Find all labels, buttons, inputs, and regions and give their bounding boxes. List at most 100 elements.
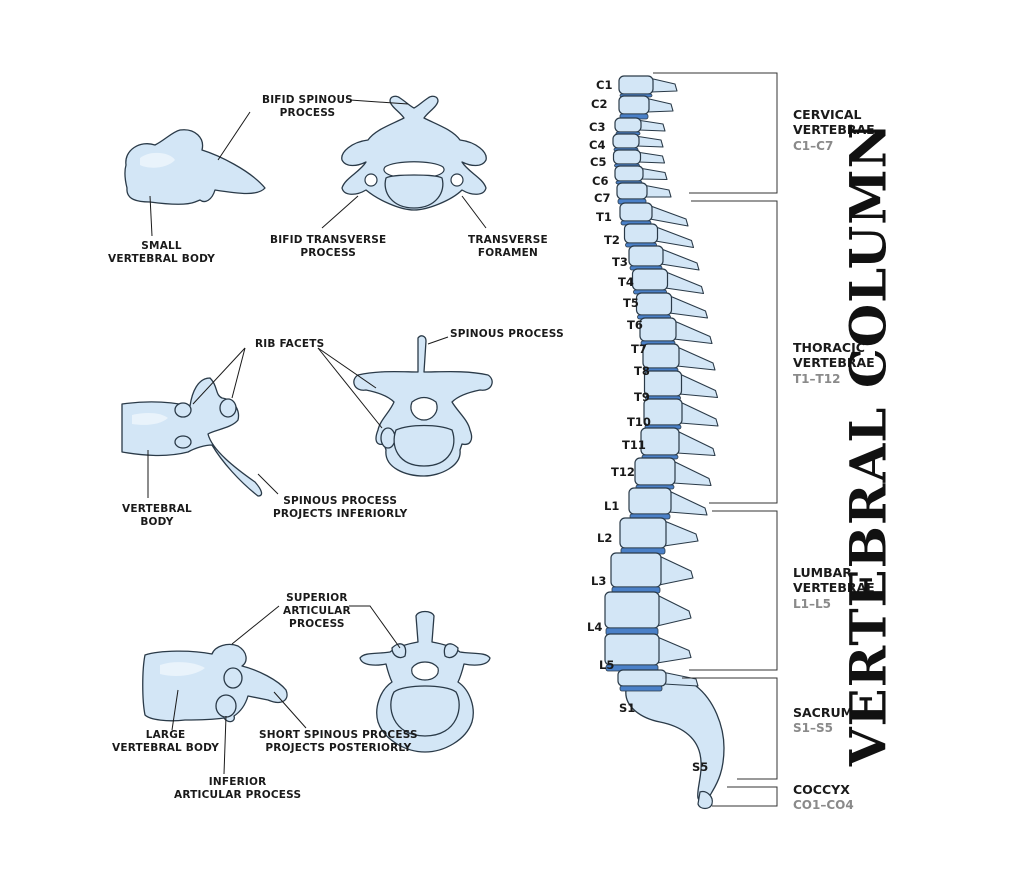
spinous-process-t11: [670, 459, 712, 487]
vertebra-label-t12: T12: [611, 465, 635, 479]
vertebra-label-t4: T4: [618, 275, 634, 289]
coccyx-bone: [697, 791, 713, 810]
region-range-coccyx: CO1–CO4: [793, 798, 854, 812]
region-range-lumbar: L1–L5: [793, 597, 831, 611]
vertebra-t2: [623, 223, 659, 244]
vertebra-t6: [639, 317, 677, 342]
vertebra-t11: [634, 457, 676, 486]
vertebra-label-c1: C1: [596, 78, 613, 92]
region-range-thoracic: T1–T12: [793, 372, 841, 386]
vertebra-c6: [614, 165, 644, 182]
vertebra-label-l2: L2: [597, 531, 613, 545]
vertebra-label-t7: T7: [631, 342, 647, 356]
region-range-sacrum: S1–S5: [793, 721, 833, 735]
spinous-process-t4: [662, 270, 705, 295]
thoracic-vertebra-superior-view: [353, 335, 493, 477]
vertebra-label-t3: T3: [612, 255, 628, 269]
sacrum-bone: [625, 679, 725, 802]
spinous-process-t7: [674, 345, 716, 371]
disc-below-l5: [619, 685, 663, 692]
bracket-lumbar: [689, 510, 778, 671]
vertebra-l3: [604, 591, 660, 629]
spinous-process-l5: [661, 671, 699, 687]
lumbar-vertebra-lateral-view: [142, 643, 288, 723]
vertebra-label-t5: T5: [623, 296, 639, 310]
vertebra-label-t9: T9: [634, 390, 650, 404]
vertebra-label-t1: T1: [596, 210, 612, 224]
spinous-process-l4: [654, 635, 692, 664]
spinous-process-t1: [647, 204, 689, 227]
vertebra-label-s1: S1: [619, 701, 636, 715]
region-range-cervical: C1–C7: [793, 139, 834, 153]
vertebra-t5: [635, 292, 673, 316]
spinous-process-t10: [674, 429, 716, 457]
cervical-vertebra-superior-view: [341, 95, 487, 211]
vertebra-l2: [610, 552, 662, 588]
vertebra-c4: [612, 133, 640, 149]
vertebra-t8: [643, 370, 683, 397]
vertebra-c1: [618, 75, 654, 95]
spinous-process-t3: [658, 247, 700, 271]
vertebra-label-c6: C6: [592, 174, 609, 188]
vertebra-label-s5: S5: [692, 760, 709, 774]
bracket-sacrum: [682, 677, 778, 780]
thoracic-vertebra-lateral-view: [121, 377, 263, 497]
vertebra-label-t6: T6: [627, 318, 643, 332]
region-name-coccyx: COCCYX: [793, 782, 850, 797]
vertebra-l5: [617, 669, 667, 687]
bracket-coccyx: [712, 786, 778, 807]
vertebra-label-l5: L5: [599, 658, 615, 672]
spinous-process-t5: [666, 294, 709, 319]
vertebra-label-l3: L3: [591, 574, 607, 588]
lumbar-vertebra-superior-view: [359, 610, 491, 753]
spine-lateral-column: [604, 75, 725, 810]
vertebra-t1: [619, 202, 653, 222]
spinous-process-t9: [677, 400, 719, 427]
vertebra-c3: [614, 117, 642, 133]
vertebra-t12: [628, 487, 672, 515]
leader-lines: [147, 99, 487, 775]
vertebra-label-c7: C7: [594, 191, 611, 205]
label-rib-facets: RIB FACETS: [255, 338, 325, 350]
vertebra-label-t10: T10: [627, 415, 651, 429]
vertebra-c2: [618, 95, 650, 115]
spinous-process-t8: [676, 372, 719, 399]
label-spinous-process: SPINOUS PROCESS: [450, 328, 564, 340]
vertebra-label-t11: T11: [622, 438, 646, 452]
spinous-process-t2: [652, 225, 695, 249]
spinous-process-t12: [666, 489, 708, 516]
vertebra-label-l4: L4: [587, 620, 603, 634]
vertebra-label-c3: C3: [589, 120, 606, 134]
vertebra-c7: [616, 182, 648, 200]
vertebra-l1: [619, 517, 667, 549]
vertebra-label-c2: C2: [591, 97, 608, 111]
vertebra-t10: [640, 427, 680, 456]
region-name-sacrum: SACRUM: [793, 705, 854, 720]
bracket-cervical: [653, 72, 778, 194]
spinous-process-l2: [656, 554, 694, 586]
spinous-process-l1: [661, 519, 699, 547]
page-title: VERTEBRAL COLUMN: [838, 121, 898, 767]
vertebra-c5: [612, 149, 642, 165]
vertebra-label-t2: T2: [604, 233, 620, 247]
spinous-process-l3: [654, 593, 692, 627]
spinous-process-t6: [671, 319, 713, 345]
vertebra-label-c5: C5: [590, 155, 607, 169]
vertebra-t3: [628, 245, 664, 267]
vertebra-label-l1: L1: [604, 499, 620, 513]
bracket-thoracic: [691, 200, 778, 504]
